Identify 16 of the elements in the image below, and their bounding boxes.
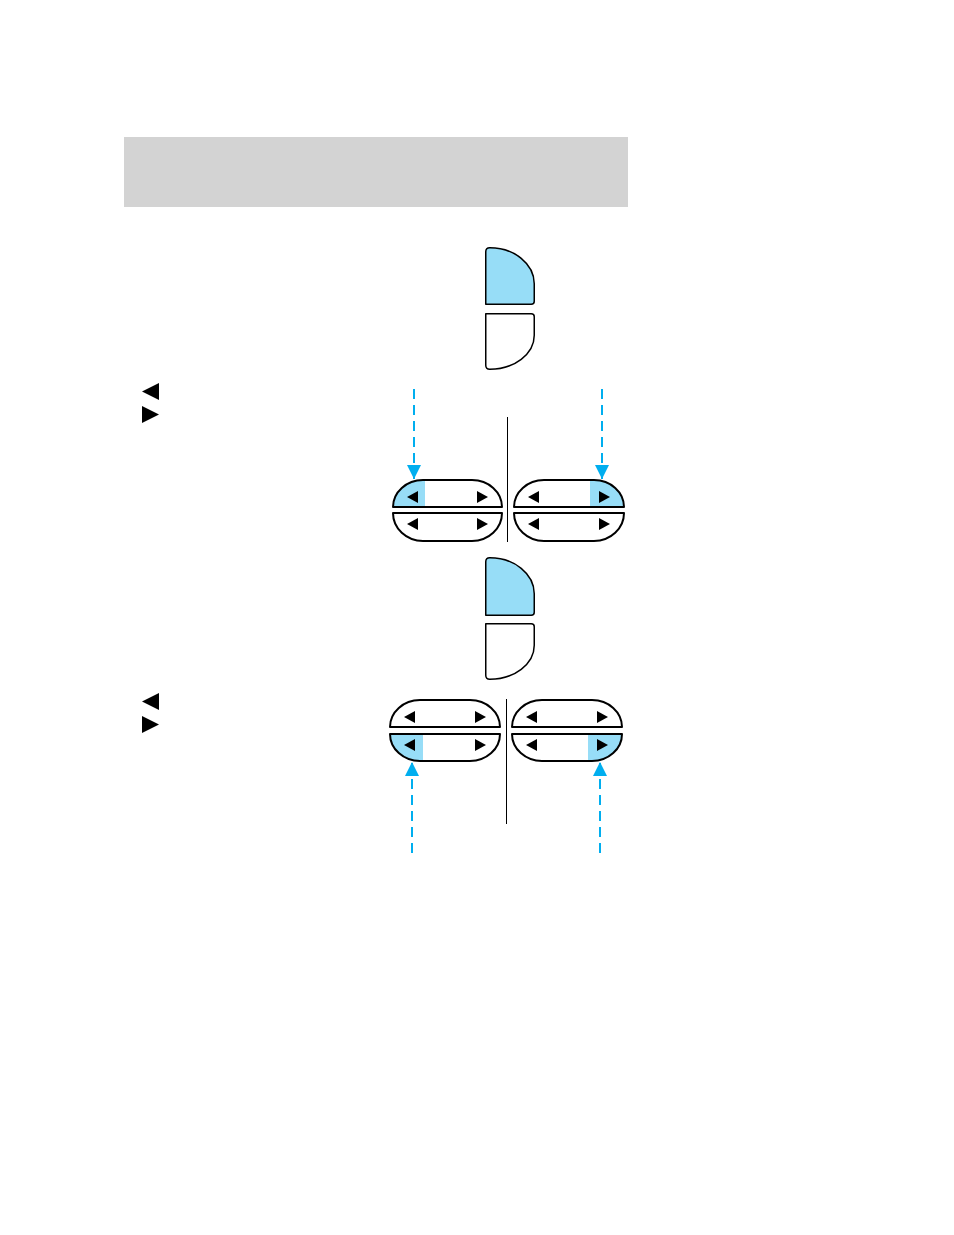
pill-button-top <box>511 699 623 728</box>
dashed-arrow <box>407 388 421 480</box>
pill-button-top <box>513 479 625 508</box>
pill-button-bottom <box>511 733 623 762</box>
rocker-switch-bottom <box>485 313 535 370</box>
pill-button-top <box>389 699 501 728</box>
dashed-arrow <box>595 388 609 480</box>
dashed-arrow <box>593 761 607 854</box>
pill-button-top <box>392 479 503 508</box>
pill-button-bottom <box>513 512 625 542</box>
pill-button-bottom <box>392 512 503 542</box>
rocker-switch-top <box>485 557 535 616</box>
pill-button-bottom <box>389 733 501 762</box>
rocker-switch-top <box>485 247 535 305</box>
dashed-arrow <box>405 761 419 854</box>
rocker-switch-bottom <box>485 623 535 680</box>
